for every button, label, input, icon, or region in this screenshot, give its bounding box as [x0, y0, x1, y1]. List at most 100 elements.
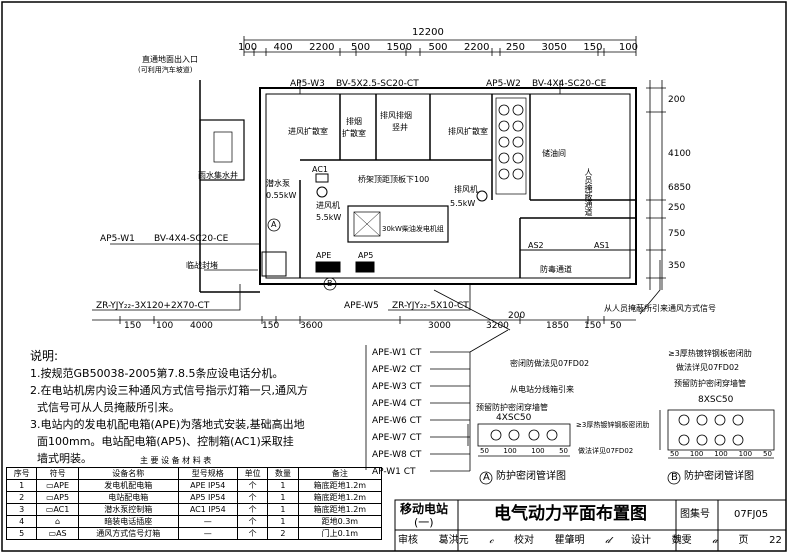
exit-label-sub: (可利用汽车坡道) — [138, 66, 193, 74]
cell: 距地0.3m — [297, 515, 383, 528]
passage-label2: 防毒通道 — [540, 265, 572, 274]
pipe-b-top-note2: 做法详见07FD02 — [676, 363, 740, 372]
cable-item: APE-W3 CT — [372, 382, 422, 392]
cell: 4 — [5, 515, 38, 528]
pipe-a-dims: 50 100 100 50 — [480, 448, 568, 455]
cell: 通风方式信号灯箱 — [77, 527, 179, 540]
pump-kw: 0.55kW — [266, 191, 297, 200]
pipe-b-dims: 50 100 100 100 50 — [670, 451, 772, 458]
cell: ▭APE — [36, 479, 79, 492]
tb-cell: 瞿肇明 — [554, 535, 585, 546]
note-line: 1.按规范GB50038-2005第7.8.5条应设电话分机。 — [30, 367, 284, 380]
notes: 说明: 1.按规范GB50038-2005第7.8.5条应设电话分机。 2.在电… — [30, 348, 308, 467]
pipe-b-spec: 8XSC50 — [698, 395, 734, 405]
dim-bottom: 3600 — [300, 321, 323, 331]
cell: 个 — [236, 527, 269, 540]
cell: 个 — [236, 515, 269, 528]
pipe-b-dim: 100 — [714, 450, 728, 458]
ape-w5-label: APE-W5 — [344, 301, 379, 311]
dim-right: 200 — [668, 95, 686, 105]
tb-cell: 𝒶 — [712, 535, 718, 546]
dim-top: 150 — [583, 42, 603, 53]
pipe-a-top-note: 预留防护密闭穿墙管 — [476, 403, 548, 412]
pipe-a-right-note: ≥3厚热镀锌钢板密闭肋 — [576, 421, 650, 429]
dim-bottom-2: 200 — [508, 311, 526, 321]
cell: 电站配电箱 — [77, 491, 179, 504]
table-row: 4 ⌂ 暗装电话插座 — 个 1 距地0.3m — [5, 515, 383, 528]
cell: 发电机配电箱 — [77, 479, 179, 492]
tb-cell: 葛洪元 — [438, 535, 469, 546]
col-header: 设备名称 — [77, 467, 179, 480]
cell: 潜水泵控制箱 — [77, 503, 179, 516]
dim-bottom: 150 — [124, 321, 142, 331]
tb-cell: 页 — [738, 535, 749, 546]
equipment-table: 序号 符号 设备名称 型号规格 单位 数量 备注 1 ▭APE 发电机配电箱 A… — [5, 467, 383, 540]
signature-row: 审核 葛洪元 𝒸 校对 瞿肇明 𝒹 设计 魏雯 𝒶 页 22 — [398, 536, 782, 546]
dim-right: 6850 — [668, 183, 691, 193]
cell: 门上0.1m — [297, 527, 383, 540]
table-row: 3 ▭AC1 潜水泵控制箱 AC1 IP54 个 1 箱底距地1.2m — [5, 503, 383, 516]
pipe-b-caption-circle: B — [671, 472, 678, 483]
as2-label: AS2 — [528, 241, 544, 250]
pipe-a-caption: 防护密闭管详图 — [496, 471, 566, 482]
dim-bottom: 150 — [584, 321, 602, 331]
cell: 个 — [236, 503, 269, 516]
cable-item: APE-W4 CT — [372, 399, 422, 409]
dim-total: 12200 — [412, 27, 444, 38]
dim-top: 100 — [238, 42, 258, 53]
cable-item: APE-W1 CT — [372, 348, 422, 358]
dim-top-row: 100 400 2200 500 1500 500 2200 250 3050 … — [238, 43, 638, 53]
bridge-label: 桥架顶距顶板下100 — [358, 175, 430, 184]
cell: — — [177, 515, 238, 528]
dim-right: 4100 — [668, 149, 691, 159]
cell: — — [177, 527, 238, 540]
dim-bottom: 3000 — [428, 321, 451, 331]
ap5-label: AP5 — [358, 251, 374, 260]
dim-bottom: 3200 — [486, 321, 509, 331]
col-header: 符号 — [36, 467, 79, 480]
pipe-a-caption-circle: A — [483, 472, 490, 483]
fuel-room: 储油间 — [542, 149, 566, 158]
cell: ▭AS — [36, 527, 79, 540]
cell: 个 — [236, 491, 269, 504]
dim-right: 750 — [668, 229, 686, 239]
dim-right: 250 — [668, 203, 686, 213]
cell: ⌂ — [36, 515, 79, 528]
dim-top: 400 — [273, 42, 293, 53]
dim-top: 500 — [428, 42, 448, 53]
cell: ▭AC1 — [36, 503, 79, 516]
dim-top: 500 — [351, 42, 371, 53]
note-line: 墙式明装。 — [30, 452, 92, 465]
ap5-w2-label: AP5-W2 — [486, 79, 521, 89]
pipe-a-right-note2: 做法详见07FD02 — [578, 447, 634, 455]
cell: 箱底距地1.2m — [297, 479, 383, 492]
ap5-w1-label: AP5-W1 — [100, 234, 135, 244]
cable-item: APE-W7 CT — [372, 433, 422, 443]
pipe-b-dim: 50 — [670, 450, 679, 458]
col-header: 数量 — [267, 467, 299, 480]
pipe-a-dim: 100 — [531, 447, 545, 455]
atlas-label: 图集号 — [680, 509, 710, 520]
pipe-a-dim: 50 — [480, 447, 489, 455]
tb-cell: 𝒸 — [489, 535, 494, 546]
dim-bottom: 1850 — [546, 321, 569, 331]
table-title: 主 要 设 备 材 料 表 — [140, 456, 212, 465]
tb-cell: 审核 — [398, 535, 418, 546]
zr-left-cable: ZR-YJY₂₂-3X120+2X70-CT — [96, 301, 210, 311]
ac1-label: AC1 — [312, 165, 329, 174]
cell: 2 — [5, 491, 38, 504]
signal-note: 从人员掩蔽所引来通风方式信号 — [604, 304, 716, 313]
pipe-a-dim: 100 — [503, 447, 517, 455]
exit-label: 直通地面出入口 — [142, 55, 198, 64]
dim-bottom: 150 — [262, 321, 280, 331]
pipe-b-caption: 防护密闭管详图 — [684, 471, 754, 482]
exhaust-room2: 排风排烟 — [380, 111, 412, 120]
cell: AP5 IP54 — [177, 491, 238, 504]
seal-note: 密闭防做法见07FD02 — [510, 359, 590, 368]
col-header: 单位 — [236, 467, 269, 480]
ap5-w2-cable: BV-4X4-SC20-CE — [532, 79, 607, 89]
pipe-b-dim: 50 — [763, 450, 772, 458]
notes-title: 说明: — [30, 349, 59, 363]
cell: 2 — [267, 527, 299, 540]
tb-cell: 22 — [769, 535, 782, 546]
